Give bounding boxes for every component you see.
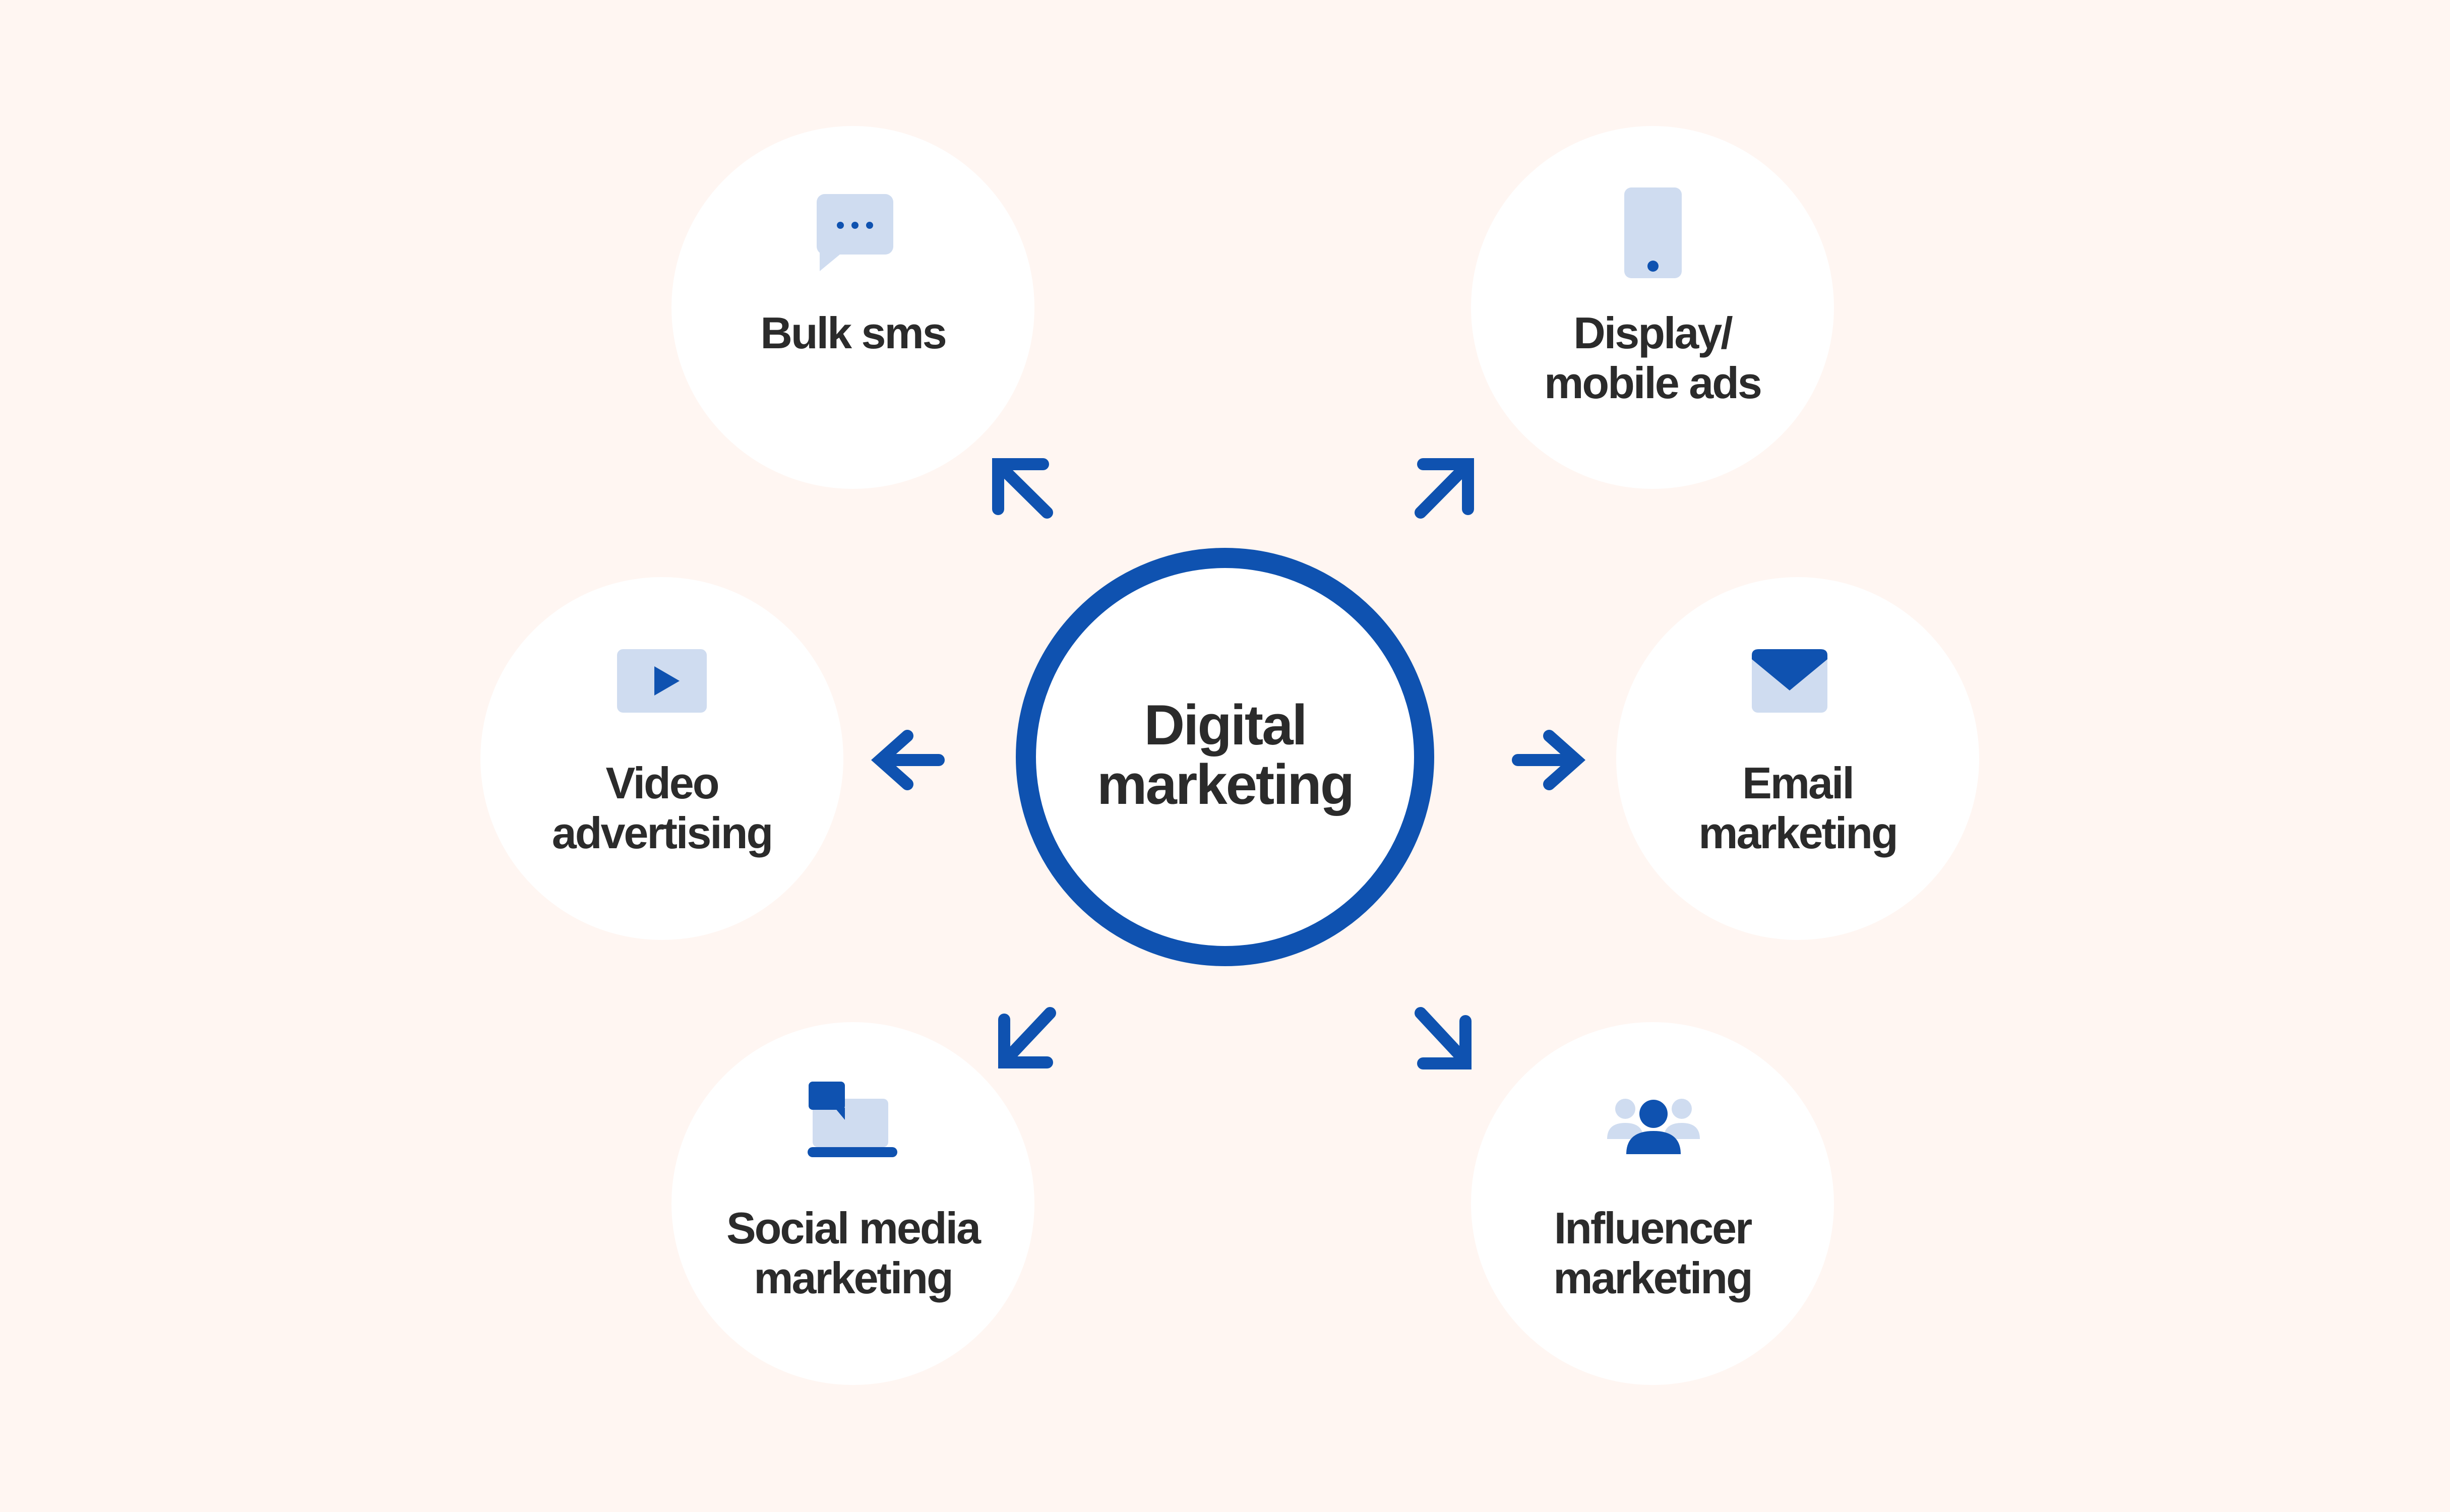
center-circle xyxy=(1016,548,1434,966)
people-group-icon xyxy=(1607,1099,1700,1154)
arrow-to-email-marketing-head xyxy=(1543,730,1586,790)
arrow-to-display-mobile-ads-head xyxy=(1417,458,1474,515)
arrow-to-bulk-sms-head xyxy=(992,458,1049,515)
node-label-email-marketing: Email marketing xyxy=(1646,758,1949,858)
center-label: Digital marketing xyxy=(1023,696,1427,814)
arrow-to-influencer-marketing xyxy=(1415,1007,1468,1063)
node-circle-display-mobile-ads xyxy=(1471,126,1834,489)
play-video-icon xyxy=(617,649,707,713)
arrow-to-display-mobile-ads xyxy=(1415,465,1468,519)
arrow-to-social-media-marketing-head xyxy=(998,1014,1053,1068)
smartphone-icon xyxy=(1624,187,1682,278)
node-label-influencer-marketing-line-1: Influencer xyxy=(1554,1203,1753,1253)
node-label-display-mobile-ads-line-2: mobile ads xyxy=(1544,357,1762,408)
node-label-bulk-sms-line-1: Bulk sms xyxy=(760,308,947,358)
arrow-to-bulk-sms xyxy=(999,465,1053,519)
arrow-to-video-advertising-head xyxy=(871,730,913,790)
envelope-icon xyxy=(1752,649,1827,713)
node-circle-social-media-marketing xyxy=(671,1022,1034,1385)
node-circle-video-advertising xyxy=(480,577,843,940)
arrow-to-social-media-marketing xyxy=(1002,1007,1056,1063)
node-label-email-marketing-line-2: marketing xyxy=(1698,807,1898,858)
arrow-to-influencer-marketing-head xyxy=(1417,1015,1472,1069)
center-label-line-2: marketing xyxy=(1096,752,1355,816)
node-label-influencer-marketing-line-2: marketing xyxy=(1553,1252,1753,1303)
node-label-bulk-sms: Bulk sms xyxy=(702,308,1004,358)
node-label-video-advertising: Video advertising xyxy=(511,758,813,858)
node-label-video-advertising-line-2: advertising xyxy=(552,807,773,858)
node-label-video-advertising-line-1: Video xyxy=(605,758,719,808)
node-label-social-media-marketing: Social media marketing xyxy=(702,1203,1004,1303)
node-label-influencer-marketing: Influencer marketing xyxy=(1501,1203,1804,1303)
node-circle-bulk-sms xyxy=(671,126,1034,489)
node-circle-email-marketing xyxy=(1616,577,1979,940)
node-label-social-media-marketing-line-2: marketing xyxy=(754,1252,954,1303)
node-label-display-mobile-ads-line-1: Display/ xyxy=(1573,308,1733,358)
chat-bubble-icon xyxy=(817,194,893,271)
node-label-display-mobile-ads: Display/ mobile ads xyxy=(1501,308,1804,408)
node-label-email-marketing-line-1: Email xyxy=(1742,758,1855,808)
node-circle-influencer-marketing xyxy=(1471,1022,1834,1385)
laptop-chat-icon xyxy=(808,1082,897,1157)
node-label-social-media-marketing-line-1: Social media xyxy=(726,1203,981,1253)
center-label-line-1: Digital xyxy=(1144,694,1307,757)
